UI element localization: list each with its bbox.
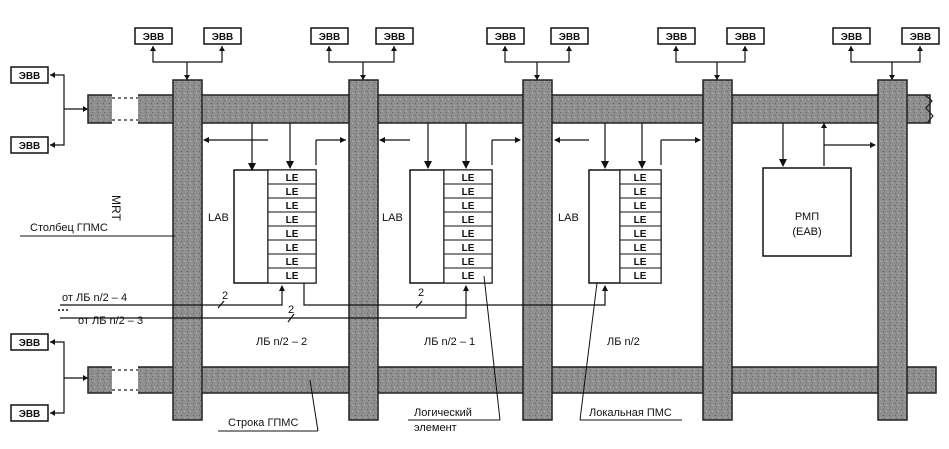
row-bus-top [87,94,934,124]
le-label: LE [286,229,299,240]
io-pair-1: ЭВВ ЭВВ [134,27,242,80]
block-name: ЛБ n/2 – 1 [424,336,475,348]
io-label: ЭВВ [19,338,41,349]
io-label: ЭВВ [841,32,863,43]
io-label: ЭВВ [495,32,517,43]
le-cells: LE LE LE LE LE LE LE LE [619,169,662,284]
io-label: ЭВВ [559,32,581,43]
le-label: LE [634,173,647,184]
le-label: LE [462,187,475,198]
block-name: ЛБ n/2 [607,336,640,348]
le-label: LE [286,257,299,268]
le-label: LE [462,257,475,268]
bus-width: 2 [222,290,228,302]
le-label: LE [634,229,647,240]
le-label: LE [286,215,299,226]
le-label: LE [634,215,647,226]
block-name: ЛБ n/2 – 2 [256,336,307,348]
io-label: ЭВВ [19,409,41,420]
io-label: ЭВВ [384,32,406,43]
le-label: LE [462,201,475,212]
le-label: LE [462,215,475,226]
io-label: ЭВВ [19,71,41,82]
logic-block-1: LE LE LE LE LE LE LE LE LAB ЛБ n/2 – 2 [203,123,346,348]
lab-label: LAB [208,212,229,224]
bus-width: 2 [418,287,424,299]
le-label: LE [286,187,299,198]
from-block-a: от ЛБ n/2 – 4 [62,292,127,304]
le-label: LE [286,243,299,254]
le-label: LE [462,229,475,240]
logic-block-3: LE LE LE LE LE LE LE LE LAB ЛБ n/2 [554,123,701,348]
le-label: LE [462,243,475,254]
eab-subtitle: (EAB) [792,226,821,238]
le-label: LE [462,173,475,184]
interconnect-lines: 2 2 2 [58,283,608,323]
io-label: ЭВВ [19,141,41,152]
logic-block-2: LE LE LE LE LE LE LE LE LAB ЛБ n/2 – 1 [379,123,521,348]
column-label: Столбец ГПМС [30,222,108,234]
eab-title: РМП [795,211,819,223]
io-pair-4: ЭВВ ЭВВ [657,27,765,80]
io-label: ЭВВ [319,32,341,43]
le-label: LE [286,173,299,184]
local-pms-label: Локальная ПМС [589,407,672,419]
le-label: LE [286,201,299,212]
le-label: LE [634,187,647,198]
top-io-elements: ЭВВ ЭВВ ЭВВ ЭВВ ЭВВ ЭВВ ЭВВ [134,27,940,80]
row-bus-bottom [87,366,937,394]
le-cells: LE LE LE LE LE LE LE LE [267,169,317,284]
lab-label: LAB [558,212,579,224]
io-label: ЭВВ [735,32,757,43]
io-label: ЭВВ [666,32,688,43]
le-label: LE [634,257,647,268]
io-pair-3: ЭВВ ЭВВ [486,27,589,80]
le-cells: LE LE LE LE LE LE LE LE [443,169,493,284]
io-label: ЭВВ [910,32,932,43]
logic-element-label: Логический [414,407,472,419]
bus-width: 2 [288,304,294,316]
lab-label: LAB [382,212,403,224]
eab-block: РМП (EAB) [762,123,876,257]
from-block-b: от ЛБ n/2 – 3 [78,315,143,327]
io-pair-5: ЭВВ ЭВВ [832,27,940,80]
io-label: ЭВВ [212,32,234,43]
le-label: LE [634,243,647,254]
le-label: LE [286,271,299,282]
logic-element-label-2: элемент [414,422,457,434]
le-label: LE [634,271,647,282]
le-label: LE [462,271,475,282]
left-io-elements: ЭВВ ЭВВ ЭВВ ЭВВ [10,66,88,422]
io-label: ЭВВ [143,32,165,43]
annotation-labels: Столбец ГПМС MRT от ЛБ n/2 – 4 от ЛБ n/2… [20,195,682,434]
le-label: LE [634,201,647,212]
io-pair-2: ЭВВ ЭВВ [310,27,414,80]
mrt-label: MRT [109,195,123,221]
row-label: Строка ГПМС [228,417,298,429]
